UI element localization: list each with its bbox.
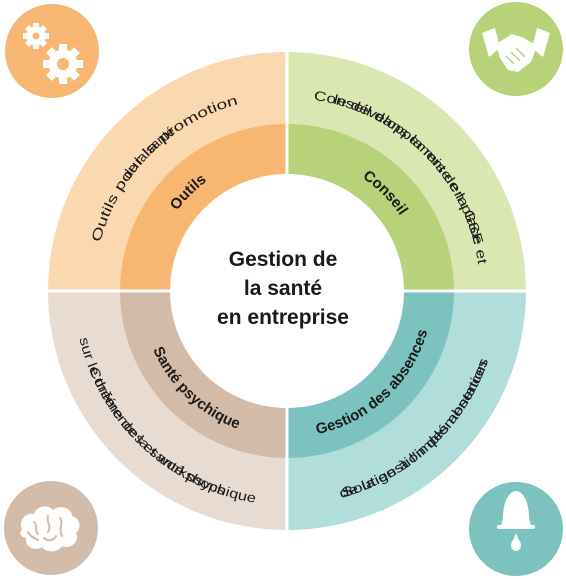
gears-icon [5, 4, 99, 98]
handshake-icon [469, 2, 563, 96]
center-title-line3: en entreprise [217, 306, 349, 329]
brain-icon [4, 481, 98, 575]
bell-icon [469, 482, 563, 576]
center-title-line2: la santé [243, 277, 323, 300]
center-title: Gestion de la santé en entreprise [183, 245, 383, 332]
center-title-line1: Gestion de [228, 248, 338, 271]
center-circle [170, 174, 404, 408]
